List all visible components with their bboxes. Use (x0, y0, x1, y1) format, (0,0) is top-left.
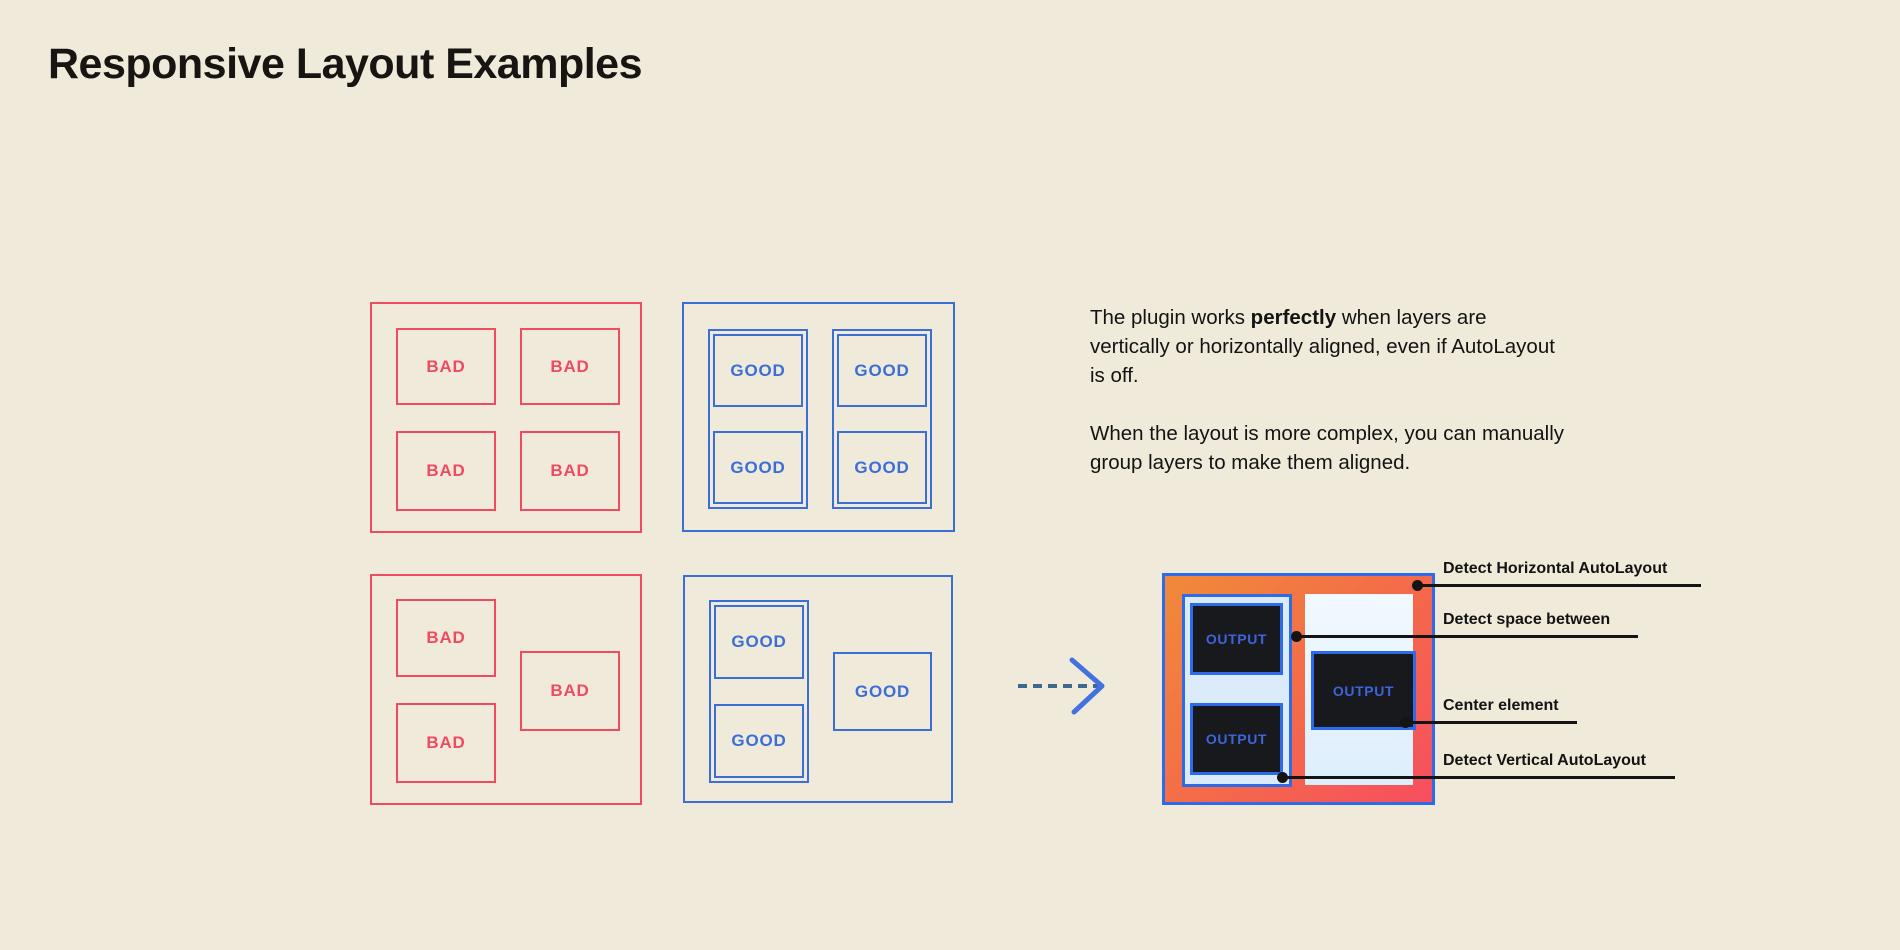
bad-label: BAD (426, 733, 466, 752)
output-box: OUTPUT (1190, 603, 1283, 675)
vertical-autolayout-panel: OUTPUT OUTPUT (1182, 594, 1292, 787)
bad-box: BAD (520, 431, 620, 511)
good-column-wrapper: GOOD GOOD (832, 329, 932, 509)
good-column-wrapper: GOOD GOOD (709, 600, 809, 783)
good-label: GOOD (854, 360, 910, 380)
annotation-line (1296, 635, 1638, 638)
bad-group-aligned-grid: BAD BAD BAD BAD (370, 302, 642, 533)
annotation-dot (1291, 631, 1302, 642)
bad-label: BAD (550, 356, 590, 376)
annotation-label: Detect space between (1443, 611, 1611, 628)
output-frame-inner: OUTPUT OUTPUT OUTPUT (1165, 576, 1432, 802)
bad-label: BAD (426, 461, 466, 480)
bad-label: BAD (550, 461, 590, 480)
page-title: Responsive Layout Examples (48, 40, 643, 88)
good-label: GOOD (731, 632, 787, 651)
bad-box: BAD (520, 328, 620, 405)
good-box: GOOD (837, 334, 927, 407)
good-label: GOOD (730, 457, 786, 477)
bad-group-misaligned: BAD BAD BAD (370, 574, 642, 805)
good-box: GOOD (713, 431, 803, 504)
good-box: GOOD (714, 605, 804, 679)
good-box: GOOD (837, 431, 927, 504)
annotation-dot (1412, 580, 1423, 591)
bad-label: BAD (426, 628, 466, 647)
annotation-line (1406, 721, 1577, 724)
bad-label: BAD (426, 356, 466, 376)
annotation-label: Detect Vertical AutoLayout (1443, 752, 1647, 769)
good-label: GOOD (854, 681, 911, 701)
bad-box: BAD (396, 431, 496, 511)
description-text-segment: when layers are vertically or horizontal… (1090, 306, 1555, 387)
annotation-line (1283, 776, 1675, 779)
output-label: OUTPUT (1205, 631, 1268, 647)
annotation-dot (1400, 717, 1411, 728)
description-paragraph-1: The plugin works perfectly when layers a… (1090, 303, 1570, 390)
good-box: GOOD (833, 652, 932, 731)
output-box: OUTPUT (1190, 703, 1283, 775)
good-label: GOOD (731, 731, 787, 750)
bad-box: BAD (396, 703, 496, 783)
bad-box: BAD (396, 599, 496, 677)
bad-box: BAD (520, 651, 620, 731)
dashed-arrow-right-icon (1018, 657, 1105, 715)
description-paragraph-2: When the layout is more complex, you can… (1090, 422, 1565, 474)
good-box: GOOD (713, 334, 803, 407)
description-bold-word: perfectly (1250, 306, 1337, 329)
description-text: The plugin works perfectly when layers a… (1090, 303, 1570, 477)
output-box: OUTPUT (1311, 651, 1416, 730)
good-label: GOOD (854, 457, 910, 477)
good-box: GOOD (714, 704, 804, 778)
good-label: GOOD (730, 360, 786, 380)
annotation-line (1418, 584, 1701, 587)
output-frame: OUTPUT OUTPUT OUTPUT (1162, 573, 1435, 805)
good-group-aligned-grid: GOOD GOOD GOOD GOOD (682, 302, 955, 532)
good-group-manually-grouped: GOOD GOOD GOOD (683, 575, 953, 803)
bad-box: BAD (396, 328, 496, 405)
output-label: OUTPUT (1205, 731, 1268, 747)
annotation-dot (1277, 772, 1288, 783)
annotation-label: Center element (1443, 697, 1559, 714)
bad-label: BAD (550, 681, 590, 700)
good-column-wrapper: GOOD GOOD (708, 329, 808, 509)
annotation-label: Detect Horizontal AutoLayout (1443, 560, 1668, 577)
description-text-segment: The plugin works (1090, 306, 1251, 329)
output-label: OUTPUT (1332, 682, 1395, 699)
